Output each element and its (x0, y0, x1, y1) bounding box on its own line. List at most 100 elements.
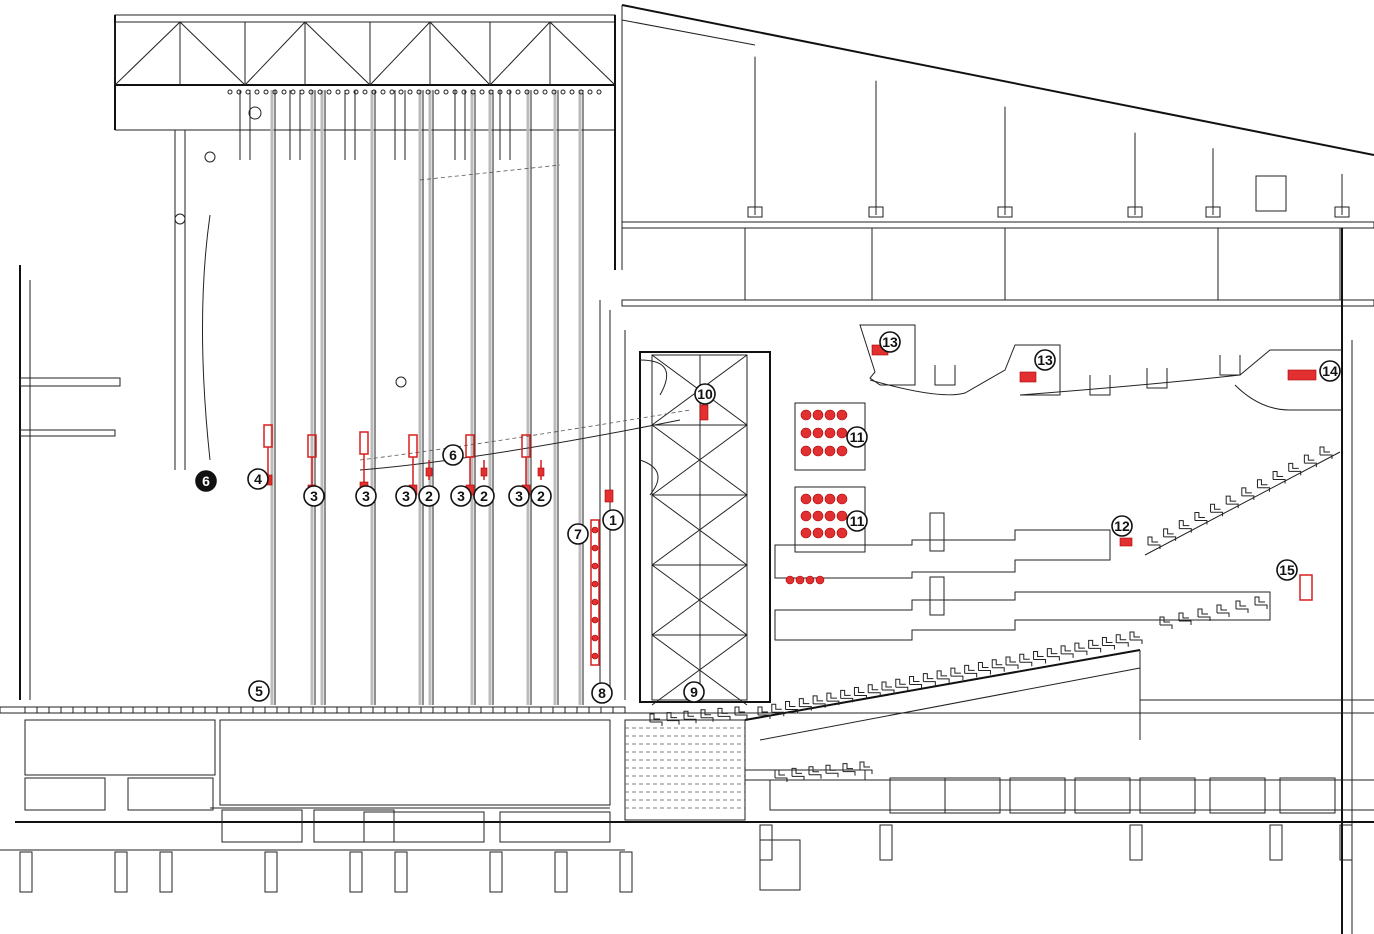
pulley (344, 89, 350, 95)
post-cap (747, 206, 763, 218)
stage-rigging (174, 89, 691, 705)
pulley (353, 89, 359, 95)
seat (649, 713, 663, 726)
seat (683, 710, 697, 724)
lamp (537, 467, 545, 477)
pulley (248, 106, 262, 120)
box-light (836, 510, 848, 522)
box-light (812, 493, 824, 505)
truss-diagonal (489, 21, 551, 86)
box-light (812, 409, 824, 421)
seat (1272, 471, 1286, 484)
lamp (591, 652, 599, 660)
seat (1225, 495, 1239, 509)
seat (717, 707, 731, 721)
callout-14: 14 (1319, 360, 1341, 382)
pulley (587, 89, 593, 95)
seat (771, 703, 785, 717)
box-light (812, 427, 824, 439)
post-cap (1205, 206, 1221, 218)
pulley (398, 89, 404, 95)
ceiling-cloud (1234, 384, 1342, 411)
basement-room (219, 719, 611, 806)
balcony-light (805, 575, 815, 585)
pulley (425, 89, 431, 95)
truss-diagonal (179, 21, 246, 86)
seat (1005, 656, 1019, 669)
roof-line (621, 19, 756, 46)
box-light (812, 527, 824, 539)
roof-chord (114, 14, 616, 23)
callout-2: 2 (418, 485, 440, 507)
pile (879, 824, 893, 861)
seat (798, 698, 812, 711)
callout-6-filled: 6 (195, 470, 217, 492)
svg-text:2: 2 (425, 488, 433, 504)
seat (1019, 653, 1033, 667)
svg-text:1: 1 (609, 512, 617, 528)
callout-10: 10 (694, 383, 716, 405)
callout-15: 15 (1276, 559, 1298, 581)
seat (840, 689, 854, 703)
seat (774, 769, 788, 782)
box-light (824, 409, 836, 421)
vent (1146, 368, 1168, 389)
box-light (800, 510, 812, 522)
pile (554, 851, 568, 893)
seat (808, 766, 822, 779)
under-room (1074, 777, 1131, 814)
callout-8: 8 (591, 682, 613, 704)
pulley (515, 89, 521, 95)
svg-text:14: 14 (1322, 363, 1338, 379)
svg-text:3: 3 (515, 488, 523, 504)
auditorium-roof (621, 4, 1374, 156)
svg-text:2: 2 (537, 488, 545, 504)
under-room (1279, 777, 1336, 814)
seat (1129, 631, 1143, 644)
seat (1046, 648, 1060, 661)
callout-4: 4 (247, 468, 269, 490)
seat (1210, 503, 1224, 517)
callout-3: 3 (395, 485, 417, 507)
pulley (326, 89, 332, 95)
roof-unit (1255, 175, 1287, 212)
pulley (506, 89, 512, 95)
box-light (812, 445, 824, 457)
under-room (1139, 777, 1196, 814)
side-slab (19, 429, 116, 437)
box (499, 811, 611, 843)
box-light (824, 445, 836, 457)
balcony-light (795, 575, 805, 585)
callout-3: 3 (303, 485, 325, 507)
seat (826, 692, 840, 706)
svg-text:3: 3 (362, 488, 370, 504)
ceiling-beam (621, 221, 1374, 229)
pile (159, 851, 173, 893)
pulley (335, 89, 341, 95)
box-light (836, 427, 848, 439)
auditorium-seating (649, 446, 1341, 782)
callout-3: 3 (355, 485, 377, 507)
truss-diagonal (549, 21, 616, 86)
box-light (824, 427, 836, 439)
pile (759, 824, 773, 861)
seat (734, 706, 748, 719)
pulley (281, 89, 287, 95)
svg-text:3: 3 (310, 488, 318, 504)
callout-5: 5 (248, 680, 270, 702)
pile (349, 851, 363, 893)
lamp (591, 634, 599, 642)
pulley (497, 89, 503, 95)
truss-diagonal (429, 21, 491, 86)
seat (1235, 600, 1249, 613)
callout-13: 13 (1034, 349, 1056, 371)
svg-text:6: 6 (449, 447, 457, 463)
svg-text:11: 11 (850, 513, 865, 529)
followspot (1287, 369, 1317, 381)
seat (936, 670, 950, 683)
seat (757, 706, 771, 719)
seat (964, 664, 978, 678)
lamp (591, 598, 599, 606)
pulley (371, 89, 377, 95)
column (929, 576, 945, 616)
